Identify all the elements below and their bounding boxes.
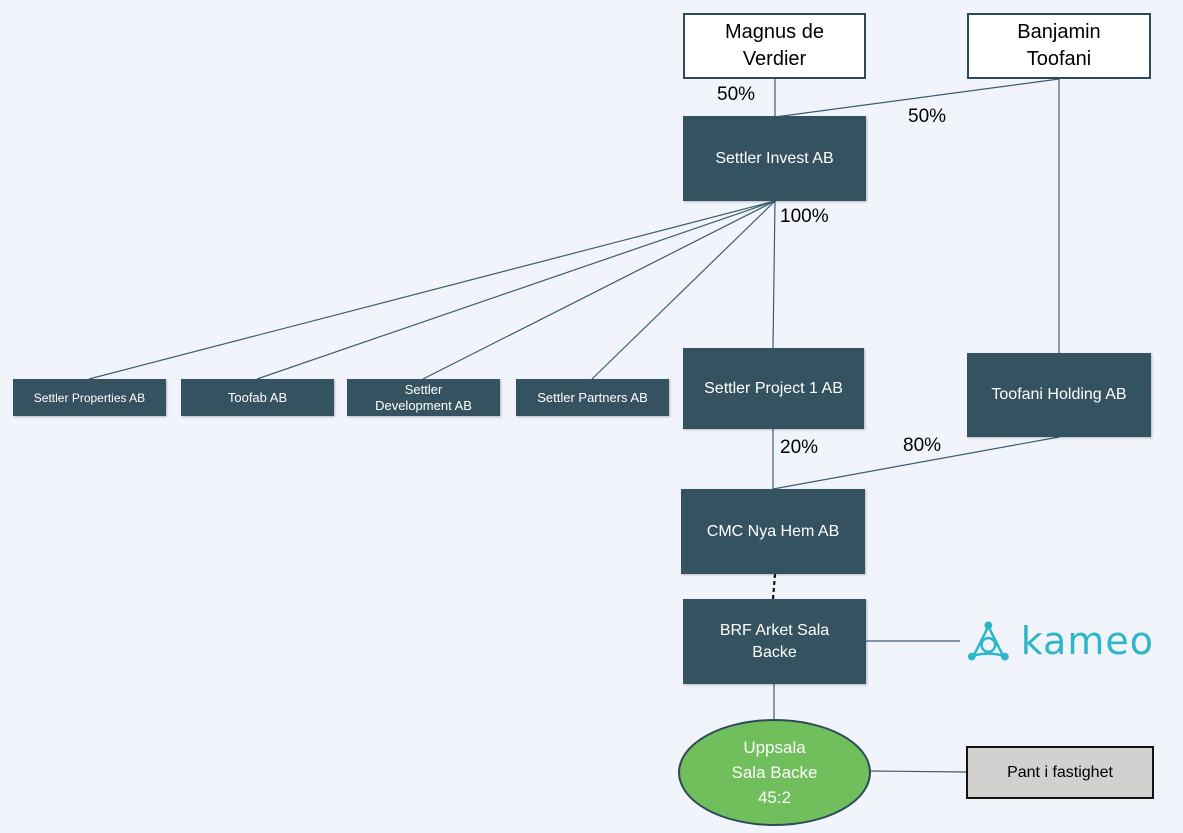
company-settler-development: Settler Development AB <box>347 379 500 416</box>
company-settler-project-1-label: Settler Project 1 AB <box>704 379 843 397</box>
line-invest-project <box>772 200 776 349</box>
company-toofani-holding: Toofani Holding AB <box>967 353 1151 437</box>
company-cmc-nya-hem: CMC Nya Hem AB <box>681 489 865 574</box>
line-banjamin-invest <box>774 78 1060 118</box>
pledge-box: Pant i fastighet <box>966 746 1154 799</box>
pledge-label: Pant i fastighet <box>1007 763 1113 781</box>
company-settler-properties: Settler Properties AB <box>13 379 166 416</box>
company-settler-invest: Settler Invest AB <box>683 116 866 201</box>
line-property-pledge <box>870 770 967 773</box>
company-brf-arket-line2: Backe <box>752 643 797 661</box>
company-settler-properties-label: Settler Properties AB <box>33 390 146 405</box>
owner-magnus-line1: Magnus de <box>725 21 824 43</box>
company-cmc-nya-hem-label: CMC Nya Hem AB <box>706 522 840 540</box>
company-settler-partners-label: Settler Partners AB <box>537 389 648 405</box>
pct-magnus-invest: 50% <box>717 84 756 105</box>
line-invest-development <box>422 200 776 380</box>
property-line3: 45:2 <box>757 788 792 807</box>
kameo-wordmark: kameo <box>1020 619 1154 663</box>
pct-project-cmc: 20% <box>780 437 819 458</box>
line-invest-toofab <box>256 200 776 380</box>
property-line1: Uppsala <box>743 738 806 757</box>
company-brf-arket-sala-backe: BRF Arket Sala Backe <box>683 599 866 684</box>
owner-banjamin-toofani: Banjamin Toofani <box>967 13 1151 79</box>
company-settler-development-line1: Settler <box>404 381 443 397</box>
company-toofab: Toofab AB <box>181 379 334 416</box>
pct-invest-project: 100% <box>780 206 829 227</box>
kameo-logo-icon <box>967 621 1009 661</box>
property-uppsala-sala-backe: Uppsala Sala Backe 45:2 <box>678 719 871 826</box>
owner-banjamin-line1: Banjamin <box>1017 21 1101 43</box>
company-toofani-holding-label: Toofani Holding AB <box>991 386 1127 403</box>
property-line2: Sala Backe <box>731 763 818 782</box>
company-settler-partners: Settler Partners AB <box>516 379 669 416</box>
owner-magnus-line2: Verdier <box>742 48 807 70</box>
owner-magnus-de-verdier: Magnus de Verdier <box>683 13 866 79</box>
line-invest-partners <box>591 200 776 380</box>
owner-banjamin-line2: Toofani <box>1026 48 1092 70</box>
company-settler-project-1: Settler Project 1 AB <box>683 348 864 429</box>
kameo-logo: kameo <box>964 616 1154 666</box>
pct-banjamin-invest: 50% <box>908 106 947 127</box>
line-cmc-brf-dashed <box>771 573 777 600</box>
line-invest-properties <box>88 200 776 380</box>
company-brf-arket-line1: BRF Arket Sala <box>719 621 830 639</box>
company-settler-development-line2: Development AB <box>375 397 472 413</box>
company-settler-invest-label: Settler Invest AB <box>715 149 834 167</box>
company-toofab-label: Toofab AB <box>227 389 288 405</box>
line-toofani-cmc <box>772 436 1060 490</box>
pct-toofani-cmc: 80% <box>903 435 942 456</box>
